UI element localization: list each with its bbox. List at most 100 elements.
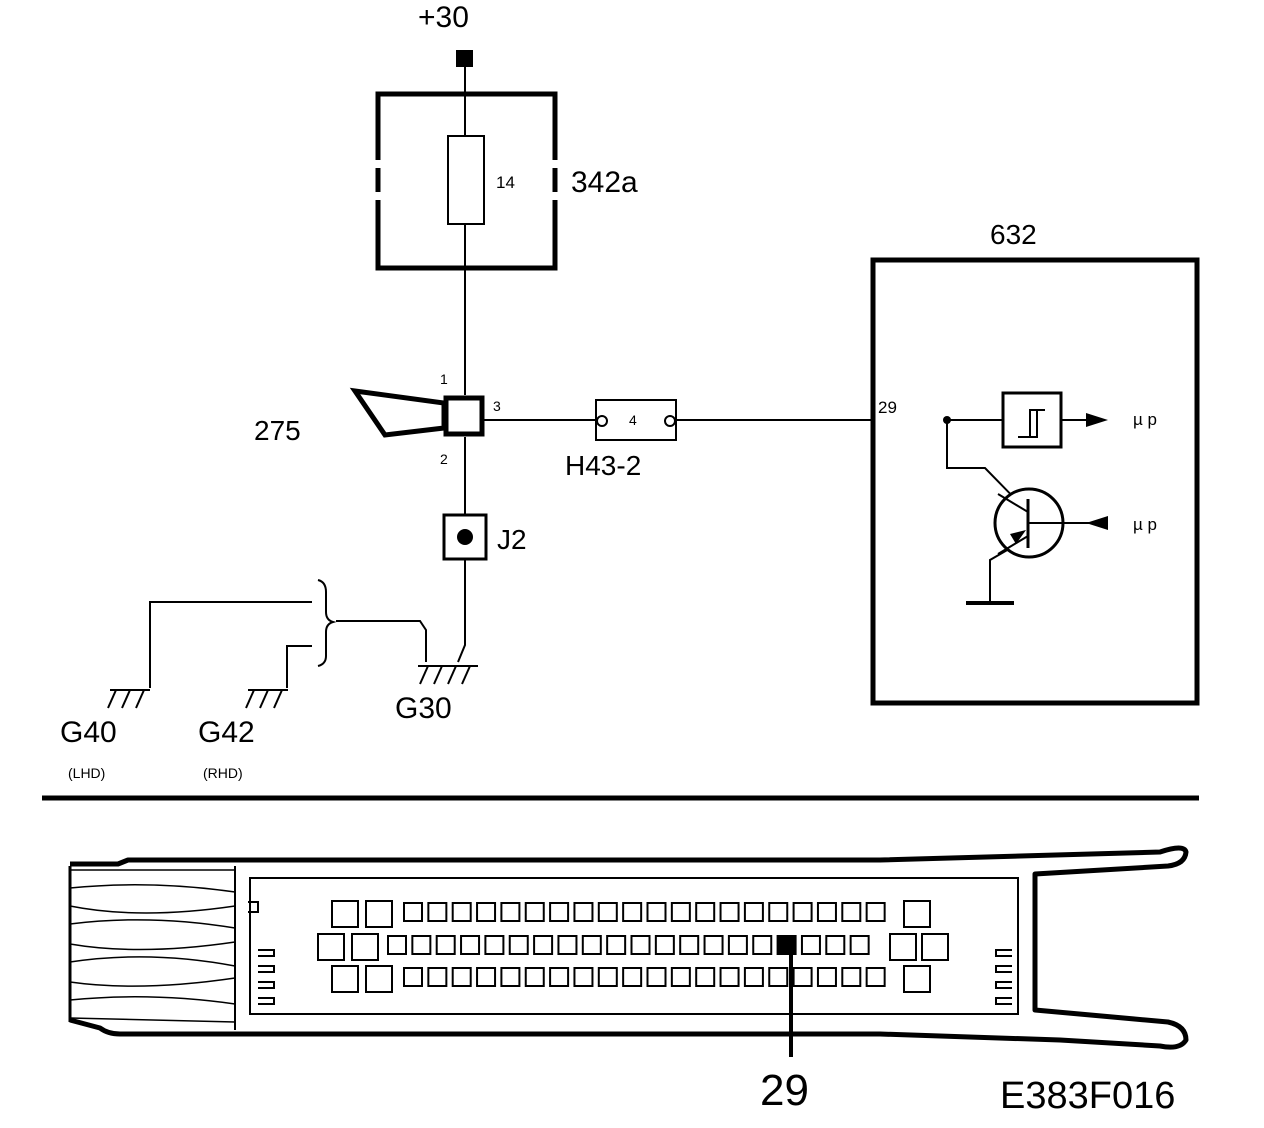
connector-pin [403,967,423,987]
junction: J2 [442,513,527,561]
connector-pin [622,902,643,922]
fuse-box-frame-bottom [375,200,558,271]
connector-power-pin [317,933,345,961]
connector-ribs-left [258,949,275,1005]
connector-pin [792,902,813,922]
wire-junction-to-ground [457,559,466,663]
connector-pin [825,935,846,955]
connector-pin [727,935,748,955]
connector-pin [849,935,870,955]
supply-label: +30 [418,1,469,34]
fuse-symbol [447,135,485,225]
connector-power-pin [365,965,393,993]
cable-bundle [68,866,236,1023]
fuse-box: 14 342a [375,91,638,271]
connector-face-view: 29 E383F016 [68,845,1189,1117]
image-code: E383F016 [1000,1075,1175,1117]
control-module-frame [870,257,1200,706]
connector-pin [679,935,700,955]
connector-pin [630,935,651,955]
horn-pin-3: 3 [493,398,501,414]
supply-terminal: +30 [418,1,473,67]
highlighted-pin-label: 29 [760,1066,809,1115]
connector-pin [703,935,724,955]
connector-pin [549,902,570,922]
connector-pin [573,902,594,922]
connector-pin [597,902,618,922]
connector-pin [768,902,789,922]
connector-pin [800,935,821,955]
connector-pin [752,935,773,955]
connector-pin [476,967,497,987]
output-arrow-icon [1086,413,1108,427]
connector-pin [411,935,432,955]
connector-pin [476,902,497,922]
connector-power-pin [903,900,931,928]
connector-pin [403,902,423,922]
connector-pin [549,967,570,987]
connector-pin [581,935,602,955]
inline-connector-pin-left [596,415,608,427]
ground-g42-symbol [245,689,288,709]
inline-connector: 4 H43-2 [565,399,677,481]
connector-pin [573,967,594,987]
connector-pin [646,902,667,922]
connector-pin [865,967,886,987]
module-wire-to-transistor [946,420,1029,513]
connector-ribs-right [995,949,1012,1005]
connector-power-pin [331,965,359,993]
connector-pin [695,967,716,987]
ground-g42-id: G42 [198,716,255,749]
wire-brace-to-g30 [336,620,427,662]
connector-pin [670,902,691,922]
connector-pin [865,902,886,922]
connector-pin [435,935,456,955]
ground-g30-symbol [418,665,478,685]
fuse-box-frame-top [375,91,558,160]
supply-terminal-marker [456,50,473,67]
junction-dot [457,529,473,545]
connector-pin [743,967,764,987]
connector-pin [387,935,407,955]
connector-pin [460,935,481,955]
wire-ground-g42 [286,645,312,688]
connector-latch-left [248,901,259,913]
connector-pin [792,967,813,987]
connector-power-pin [889,933,917,961]
connector-pin [670,967,691,987]
connector-pin [719,967,740,987]
connector-pin [768,967,789,987]
horn-pin-1: 1 [440,371,448,387]
control-module: 632 29 µ p µ p [870,219,1200,706]
ground-g30-id: G30 [395,692,452,725]
connector-power-pin [903,965,931,993]
connector-pin [533,935,554,955]
connector-power-pin [351,933,379,961]
schmitt-trigger-icon [1001,391,1063,449]
connector-pin [816,967,837,987]
inline-connector-body [595,399,677,441]
junction-id: J2 [497,524,527,555]
connector-pin [841,967,862,987]
connector-pin [500,902,521,922]
connector-pin [500,967,521,987]
inline-connector-pin-right [664,415,676,427]
alternative-ground-brace [317,579,337,667]
ground-g42-note: (RHD) [203,765,243,781]
control-module-pin: 29 [878,398,897,417]
connector-pin [606,935,627,955]
fuse-number: 14 [496,173,515,192]
ground-g40-symbol [107,689,150,709]
connector-pin [508,935,529,955]
inline-connector-pin: 4 [629,412,637,428]
connector-pin [719,902,740,922]
horn-pin-2: 2 [440,451,448,467]
connector-pin [524,902,545,922]
connector-pin [841,902,862,922]
connector-pin-field-frame [249,877,1019,1015]
connector-pin [484,935,505,955]
connector-pin-grid [317,900,949,993]
connector-pin [622,967,643,987]
connector-pin [743,902,764,922]
